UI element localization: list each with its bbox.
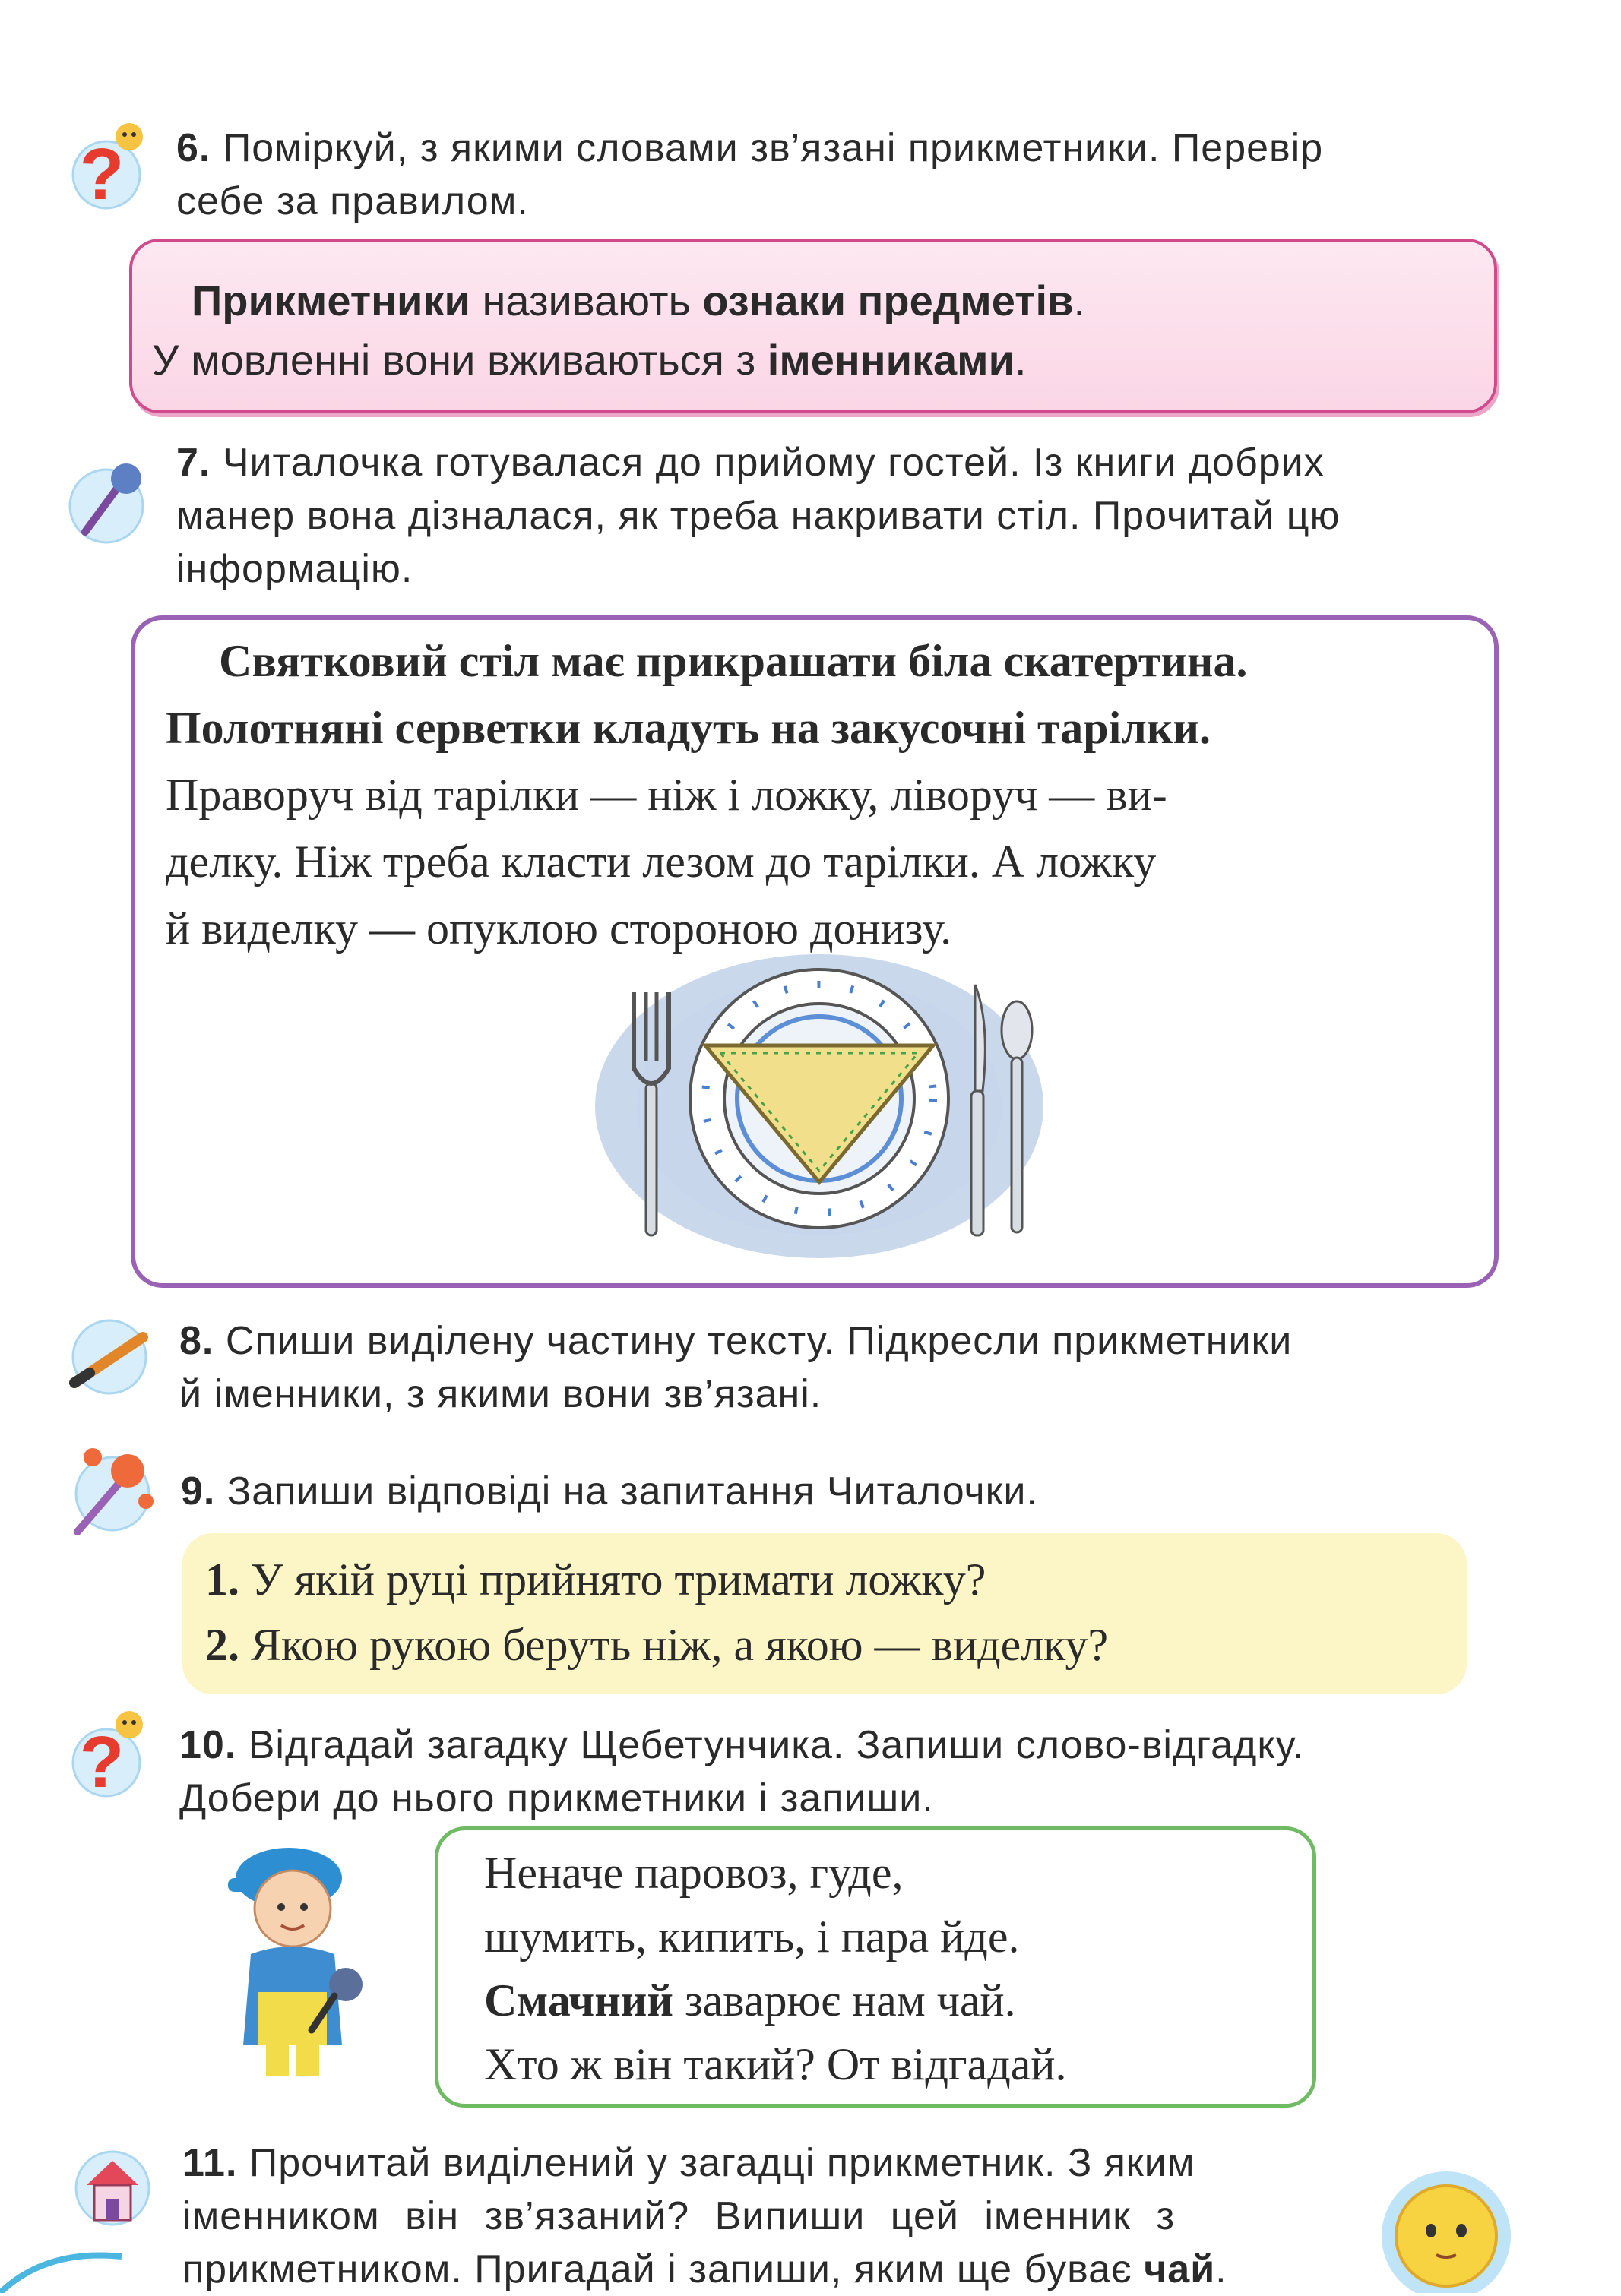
house-icon: [71, 2146, 154, 2230]
task-11: 11. Прочитай виділений у загадці прикмет…: [182, 2136, 1368, 2296]
task-text: манер вона дізналася, як треба накривати…: [176, 494, 1341, 538]
smiley-face-icon: [1377, 2167, 1515, 2293]
task-number: 9.: [181, 1469, 216, 1513]
task-number: 7.: [176, 441, 211, 485]
svg-text:?: ?: [80, 1722, 125, 1801]
info-box: Святковий стіл має прикрашати біла скате…: [131, 615, 1499, 1288]
question-text: У якій руці прийнято тримати ложку?: [251, 1554, 986, 1605]
rule-line-2: У мовленні вони вживаються з іменниками.: [152, 331, 1027, 389]
question-1: 1. У якій руці прийнято тримати ложку?: [205, 1547, 986, 1612]
task-8: 8. Спиши виділену частину тексту. Підкре…: [179, 1314, 1292, 1421]
info-line: й виделку — опуклою стороною донизу.: [166, 903, 952, 954]
highlighted-word: чай: [1144, 2247, 1216, 2291]
svg-text:?: ?: [80, 134, 125, 213]
task-text: Поміркуй, з якими словами зв’язані прикм…: [222, 126, 1324, 170]
task-number: 6.: [176, 126, 211, 170]
question-text: Якою рукою беруть ніж, а якою — виделку?: [251, 1620, 1109, 1670]
rule-text: У мовленні вони вживаються з: [152, 336, 756, 384]
rule-text: .: [1073, 277, 1086, 324]
task-number: 8.: [179, 1319, 214, 1363]
task-text: Запиши відповіді на запитання Читалочки.: [226, 1469, 1038, 1513]
task-text: Читалочка готувалася до прийому гостей. …: [222, 441, 1325, 485]
riddle-line-3: Смачний заварює нам чай.: [484, 1969, 1016, 2032]
knife-icon: [970, 984, 986, 1237]
info-line: делку. Ніж треба класти лезом до тарілки…: [166, 836, 1157, 887]
info-line: Праворуч від тарілки — ніж і ложку, ліво…: [166, 770, 1167, 820]
questions-box: 1. У якій руці прийнято тримати ложку? 2…: [182, 1533, 1467, 1694]
rule-text: називають: [482, 277, 691, 324]
spoon-icon: [1000, 1000, 1034, 1234]
boy-with-microphone-illustration: [228, 1848, 363, 2076]
table-setting-illustration: [595, 954, 1043, 1258]
question-number: 2.: [205, 1620, 239, 1670]
task-text: іменником він зв’язаний? Випиши цей імен…: [182, 2194, 1176, 2238]
riddle-line-2: шумить, кипить, і пара йде.: [484, 1912, 1020, 1962]
riddle-line-4: Хто ж він такий? От відгадай.: [484, 2039, 1067, 2089]
task-text: Прочитай виділений у загадці прикметник.…: [249, 2141, 1195, 2185]
riddle-box: Неначе паровоз, гуде, шумить, кипить, і …: [435, 1826, 1316, 2108]
task-text: .: [1215, 2247, 1227, 2291]
rule-term: іменниками: [767, 336, 1015, 384]
task-text: Відгадай загадку Щебетунчика. Запиши сло…: [248, 1723, 1304, 1767]
task-text: прикметником. Пригадай і запиши, яким ще…: [182, 2247, 1132, 2291]
task-6: 6. Поміркуй, з якими словами зв’язані пр…: [176, 122, 1323, 228]
riddle-text: заварює нам чай.: [673, 1975, 1016, 2026]
microphone-icon: [65, 463, 148, 548]
rule-box: Прикметники називають ознаки предметів. …: [129, 239, 1497, 413]
task-text: Добери до нього прикметники і запиши.: [179, 1776, 934, 1820]
highlighted-adjective: Смачний: [484, 1975, 673, 2026]
question-mark-icon: ?: [68, 1711, 145, 1801]
page-corner-decoration: [0, 2252, 122, 2293]
magic-wand-icon: [71, 1448, 154, 1535]
question-number: 1.: [205, 1554, 239, 1605]
rule-term: ознаки предметів: [702, 277, 1074, 324]
task-number: 10.: [179, 1723, 237, 1767]
task-9: 9. Запиши відповіді на запитання Читалоч…: [181, 1465, 1038, 1518]
rule-line-1: Прикметники називають ознаки предметів.: [192, 272, 1085, 330]
rule-text: .: [1015, 336, 1027, 384]
riddle-line-1: Неначе паровоз, гуде,: [484, 1848, 904, 1898]
task-text: інформацію.: [176, 547, 413, 591]
task-text: Спиши виділену частину тексту. Підкресли…: [225, 1319, 1293, 1363]
task-text: й іменники, з якими вони зв’язані.: [179, 1372, 822, 1416]
task-7: 7. Читалочка готувалася до прийому госте…: [176, 436, 1341, 596]
question-2: 2. Якою рукою беруть ніж, а якою — видел…: [205, 1612, 1108, 1678]
info-line: Святковий стіл має прикрашати біла скате…: [219, 636, 1248, 686]
napkin-icon: [701, 1043, 938, 1185]
task-text: себе за правилом.: [176, 179, 529, 223]
task-number: 11.: [182, 2141, 238, 2185]
info-text: Святковий стіл має прикрашати біла скате…: [166, 628, 1473, 962]
pen-icon: [68, 1315, 151, 1399]
info-line: Полотняні серветки кладуть на закусочні …: [166, 703, 1211, 753]
rule-term: Прикметники: [192, 277, 470, 324]
question-mark-icon: ?: [68, 123, 145, 213]
fork-icon: [632, 992, 671, 1237]
task-10: 10. Відгадай загадку Щебетунчика. Запиши…: [179, 1719, 1304, 1825]
